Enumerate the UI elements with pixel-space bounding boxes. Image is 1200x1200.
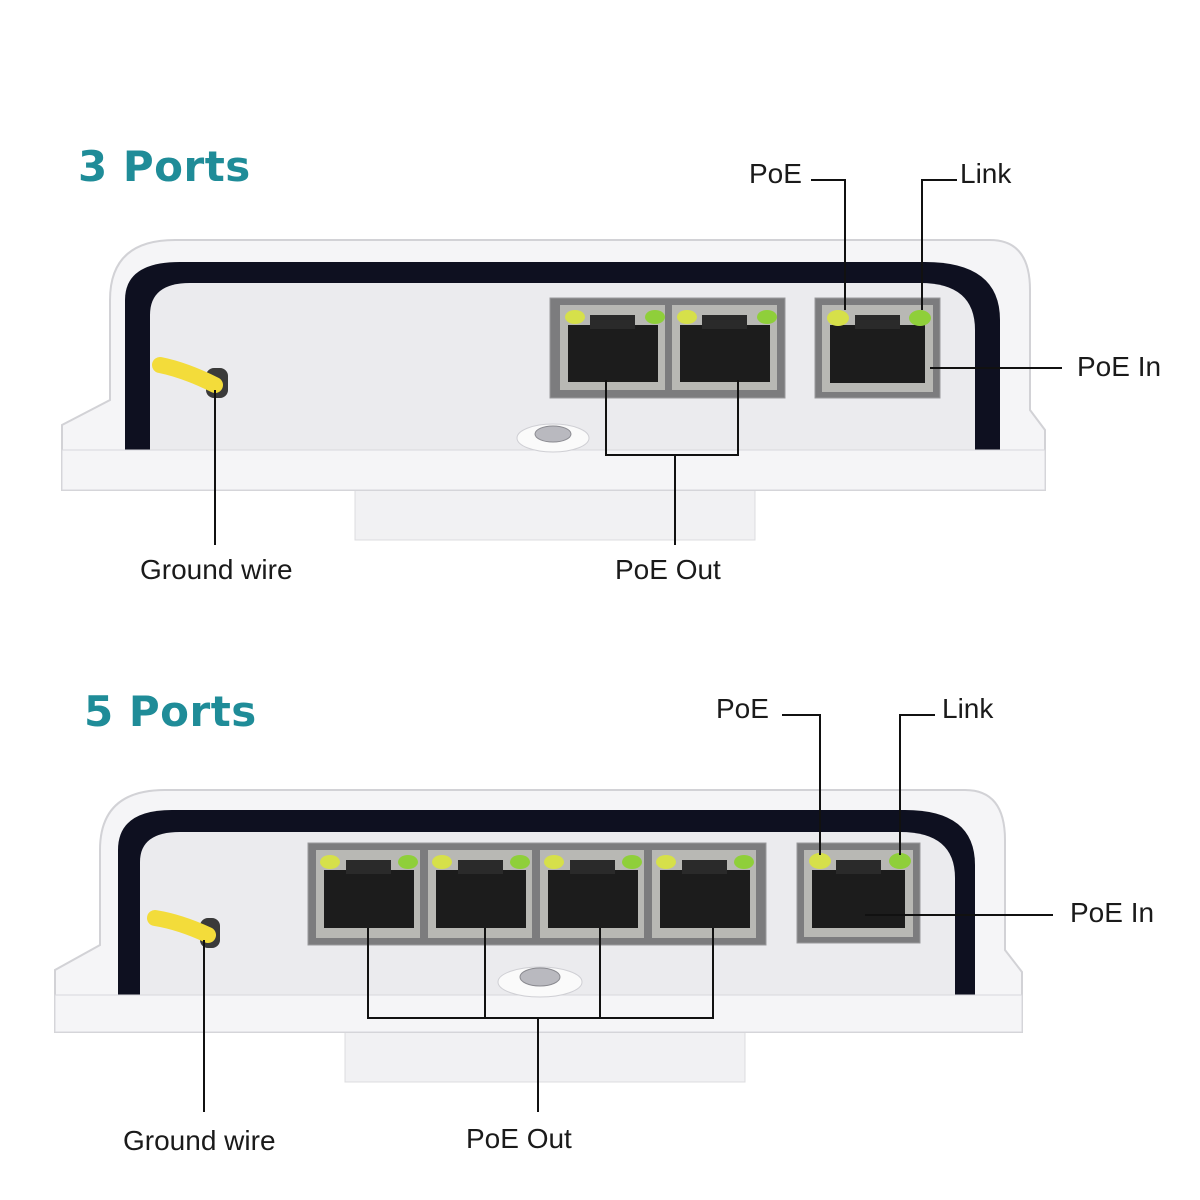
poe-led-label: PoE: [749, 158, 802, 189]
poe-out-label: PoE Out: [466, 1123, 572, 1154]
ground-wire-label: Ground wire: [123, 1125, 276, 1156]
housing-lip: [61, 449, 1046, 491]
section-heading: 3 Ports: [78, 142, 251, 191]
screw-icon: [516, 423, 590, 453]
link-led-icon: [645, 310, 665, 324]
ground-wire-icon: [152, 357, 228, 398]
mount-bracket: [354, 489, 756, 541]
ground-wire-label: Ground wire: [140, 554, 293, 585]
poe-in-port: [796, 842, 921, 944]
link-led-icon: [398, 855, 418, 869]
rj45-port-out-2: [428, 850, 532, 938]
section-3-ports: 3 Ports PoE Link PoE In Ground wire PoE …: [61, 142, 1162, 585]
poe-led-icon: [809, 853, 831, 869]
poe-out-port-block: [549, 297, 786, 399]
poe-in-label: PoE In: [1077, 351, 1162, 382]
rj45-port-out-4: [652, 850, 756, 938]
poe-led-icon: [565, 310, 585, 324]
poe-led-icon: [656, 855, 676, 869]
leader-lines: [203, 714, 1053, 1112]
rj45-port-out-1: [560, 305, 665, 390]
device-3-ports-illustration: [61, 179, 1062, 545]
poe-in-port: [814, 297, 941, 399]
poe-out-label: PoE Out: [615, 554, 721, 585]
link-led-icon: [909, 310, 931, 326]
rj45-port-out-2: [672, 305, 777, 390]
link-led-icon: [622, 855, 642, 869]
poe-in-label: PoE In: [1070, 897, 1155, 928]
link-led-icon: [510, 855, 530, 869]
leader-lines: [214, 179, 1062, 545]
link-led-icon: [757, 310, 777, 324]
poe-led-icon: [677, 310, 697, 324]
poe-led-icon: [320, 855, 340, 869]
poe-led-icon: [827, 310, 849, 326]
device-5-ports-illustration: [54, 714, 1053, 1112]
rj45-port-out-3: [540, 850, 644, 938]
section-5-ports: 5 Ports PoE Link PoE In Ground wire PoE …: [0, 600, 1200, 1200]
screw-icon: [497, 966, 583, 998]
link-led-label: Link: [960, 158, 1012, 189]
link-led-label: Link: [942, 693, 994, 724]
rj45-port-out-1: [316, 850, 420, 938]
link-led-icon: [889, 853, 911, 869]
mount-bracket: [344, 1029, 746, 1083]
poe-led-icon: [432, 855, 452, 869]
poe-led-label: PoE: [716, 693, 769, 724]
link-led-icon: [734, 855, 754, 869]
poe-led-icon: [544, 855, 564, 869]
section-heading: 5 Ports: [84, 687, 257, 736]
poe-out-port-block: [307, 842, 767, 946]
